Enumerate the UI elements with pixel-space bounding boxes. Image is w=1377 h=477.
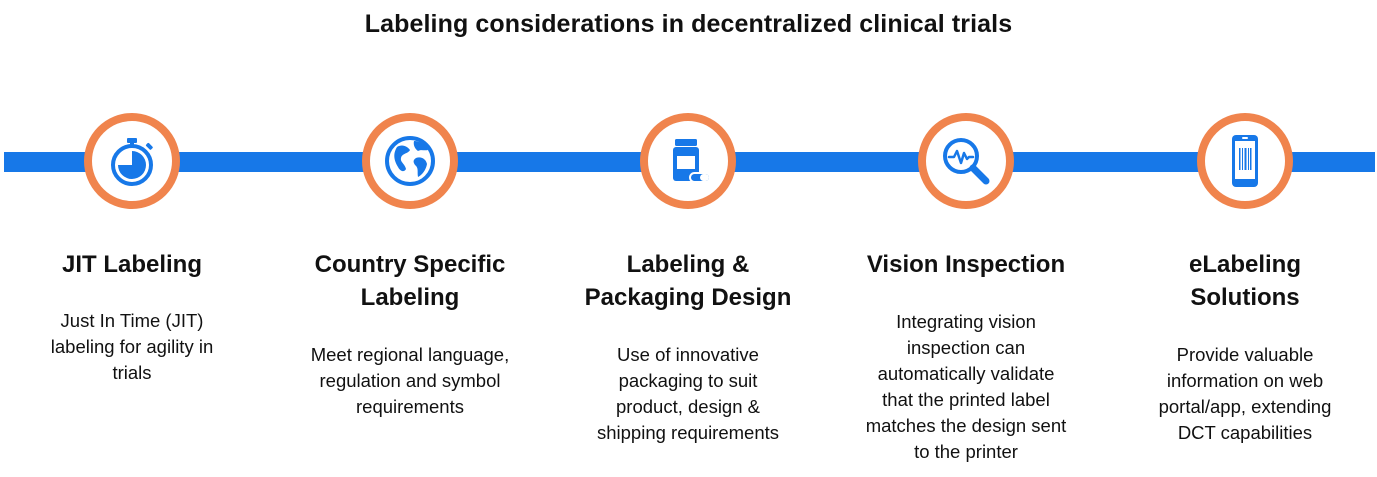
item-vision-inspection: Vision Inspection Integrating vision ins… [836, 248, 1096, 465]
item-description: Meet regional language, regulation and s… [310, 344, 510, 417]
smartphone-barcode-icon [1197, 113, 1293, 209]
medicine-bottle-icon [640, 113, 736, 209]
item-description: Use of innovative packaging to suit prod… [596, 344, 780, 443]
magnifier-pulse-icon [918, 113, 1014, 209]
stopwatch-icon [84, 113, 180, 209]
globe-icon [362, 113, 458, 209]
diagram-title: Labeling considerations in decentralized… [364, 10, 1013, 38]
item-jit-labeling: JIT Labeling Just In Time (JIT) labeling… [32, 248, 232, 386]
item-heading: Vision Inspection [866, 251, 1066, 278]
item-description: Provide valuable information on web port… [1158, 344, 1332, 443]
item-heading: Labeling &Packaging Design [584, 251, 792, 311]
item-heading: JIT Labeling [61, 251, 202, 278]
item-description: Just In Time (JIT) labeling for agility … [50, 310, 214, 383]
item-description: Integrating vision inspection can automa… [865, 311, 1067, 462]
item-labeling-packaging-design: Labeling &Packaging Design Use of innova… [558, 248, 818, 446]
